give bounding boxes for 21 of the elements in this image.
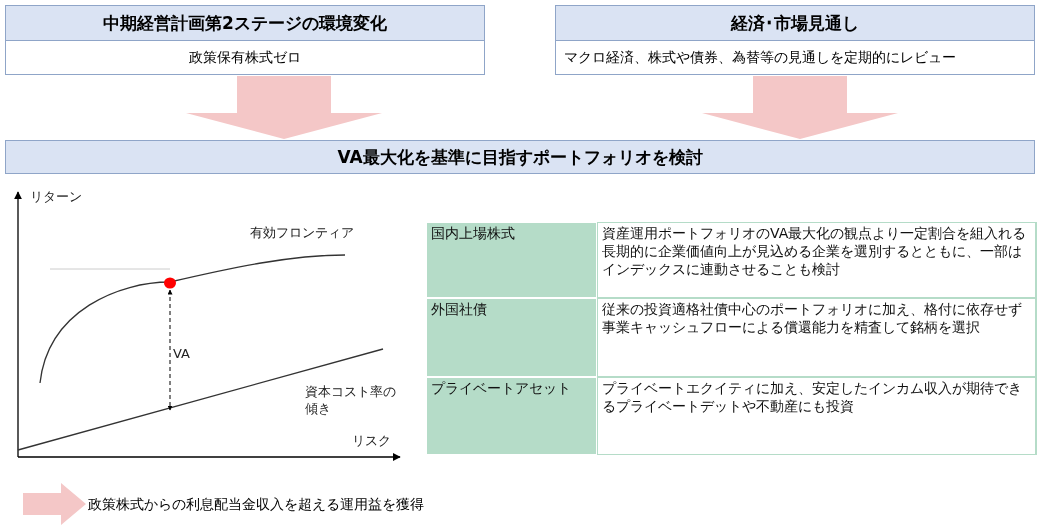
- table-header-cell: 国内上場株式: [426, 222, 597, 298]
- table-cell: 従来の投資適格社債中心のポートフォリオに加え、格付に依存せず事業キャッシュフローによる償還能力を精査して銘柄を選択: [597, 298, 1037, 377]
- table-cell: 資産運用ポートフォリオのVA最大化の観点より一定割合を組入れる 長期的に企業価値向上が見込める企業を選別するとともに、一部はインデックスに連動させることも検討: [597, 222, 1037, 298]
- heading-card: [5, 5, 485, 75]
- table-cell: プライベートエクイティに加え、安定したインカム収入が期待できるプライベートデットや不動産にも投資: [597, 377, 1037, 455]
- block-arrow: [23, 483, 86, 525]
- result-text: 政策株式からの利息配当金収入を超える運用益を獲得: [88, 492, 608, 516]
- axis-label: リターン: [30, 188, 82, 206]
- card-text: マクロ経済、株式や債券、為替等の見通しを定期的にレビュー: [563, 48, 957, 67]
- card-text: 政策保有株式ゼロ: [188, 48, 302, 67]
- dimension-label: VA: [173, 346, 190, 361]
- block-arrow: [702, 76, 898, 139]
- card-heading: 経済･市場見通し: [556, 6, 1034, 41]
- axis-label: リスク: [352, 432, 391, 450]
- heading-card: [555, 5, 1035, 75]
- curve-label: 有効フロンティア: [250, 224, 354, 242]
- table-header-cell: 外国社債: [426, 298, 597, 377]
- table-header-cell: プライベートアセット: [426, 377, 597, 455]
- card-heading: 中期経営計画第2ステージの環境変化: [6, 6, 484, 41]
- block-arrow: [186, 76, 382, 139]
- line-label: 資本コスト率の傾き: [305, 383, 397, 417]
